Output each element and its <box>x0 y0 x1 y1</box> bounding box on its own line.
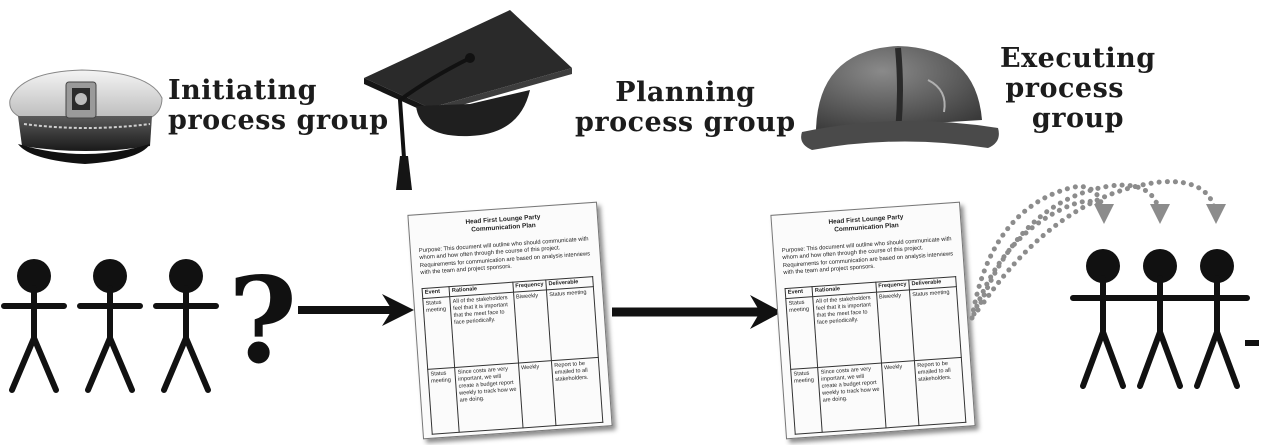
communication-table: Event Rationale Frequency Deliverable St… <box>421 276 603 435</box>
executing-process-group-label: Executing process group <box>1000 43 1156 134</box>
table-cell: Report to be emailed to all stakeholders… <box>914 357 966 426</box>
arrowhead-icon <box>1206 204 1226 224</box>
arrowhead-icon <box>1094 204 1114 224</box>
table-row: Status meeting All of the stakeholders f… <box>422 286 599 369</box>
dotted-arrow-icon <box>981 179 1219 305</box>
planning-line1: Planning <box>615 77 756 108</box>
table-row: Status meeting Since costs are very impo… <box>427 357 603 434</box>
stick-figure-icon <box>1184 249 1250 389</box>
initiating-line1: Initiating <box>168 75 317 106</box>
executing-line2: process <box>1005 73 1124 104</box>
table-cell: Status meeting <box>546 286 599 361</box>
stakeholder-group-left <box>1 259 219 393</box>
stakeholder-group-right <box>1070 249 1259 389</box>
table-row: Status meeting All of the stakeholders f… <box>785 286 962 369</box>
communication-plan-document: Head First Lounge Party Communication Pl… <box>770 201 976 440</box>
initiating-process-group-label: Initiating process group <box>168 76 389 136</box>
dotted-arrow-icon <box>971 198 1107 317</box>
table-cell: All of the stakeholders feel that it is … <box>449 291 519 368</box>
hard-hat-icon <box>801 46 999 150</box>
table-cell: Biweekly <box>876 289 915 363</box>
table-cell: Status meeting <box>909 286 962 361</box>
dotted-arrow-icon <box>969 184 1107 321</box>
table-cell: Weekly <box>518 360 556 428</box>
table-cell: Biweekly <box>513 289 552 363</box>
stick-figure-icon <box>1 259 67 393</box>
executing-line3: group <box>1031 103 1124 134</box>
arrowhead-icon <box>1150 204 1170 224</box>
communication-plan-document: Head First Lounge Party Communication Pl… <box>407 201 613 440</box>
table-row: Status meeting Since costs are very impo… <box>790 357 966 434</box>
stick-figure-icon <box>77 259 143 393</box>
table-cell: Since costs are very important, we will … <box>454 362 523 432</box>
executing-line1: Executing <box>1000 43 1156 74</box>
planning-line2: process group <box>575 107 796 138</box>
initiating-line2: process group <box>168 105 389 136</box>
table-cell: Report to be emailed to all stakeholders… <box>551 357 603 426</box>
doc-purpose: Purpose: This document will outline who … <box>781 236 954 277</box>
arrow-icon <box>298 294 414 326</box>
table-cell: Since costs are very important, we will … <box>817 362 886 432</box>
stick-figure-icon <box>1127 249 1193 389</box>
arrow-icon <box>612 295 782 329</box>
doc-purpose: Purpose: This document will outline who … <box>418 236 591 277</box>
captain-hat-icon <box>9 69 163 164</box>
stick-figure-icon <box>153 259 219 393</box>
dash-mark <box>1245 340 1259 346</box>
table-cell: Weekly <box>881 360 919 428</box>
graduation-cap-icon <box>364 10 572 190</box>
communication-table: Event Rationale Frequency Deliverable St… <box>784 276 966 435</box>
stick-figure-icon <box>1070 249 1136 389</box>
question-mark: ? <box>228 251 298 390</box>
table-cell: All of the stakeholders feel that it is … <box>812 291 882 368</box>
planning-process-group-label: Planning process group <box>575 78 796 138</box>
dotted-arrow-group <box>969 179 1226 321</box>
